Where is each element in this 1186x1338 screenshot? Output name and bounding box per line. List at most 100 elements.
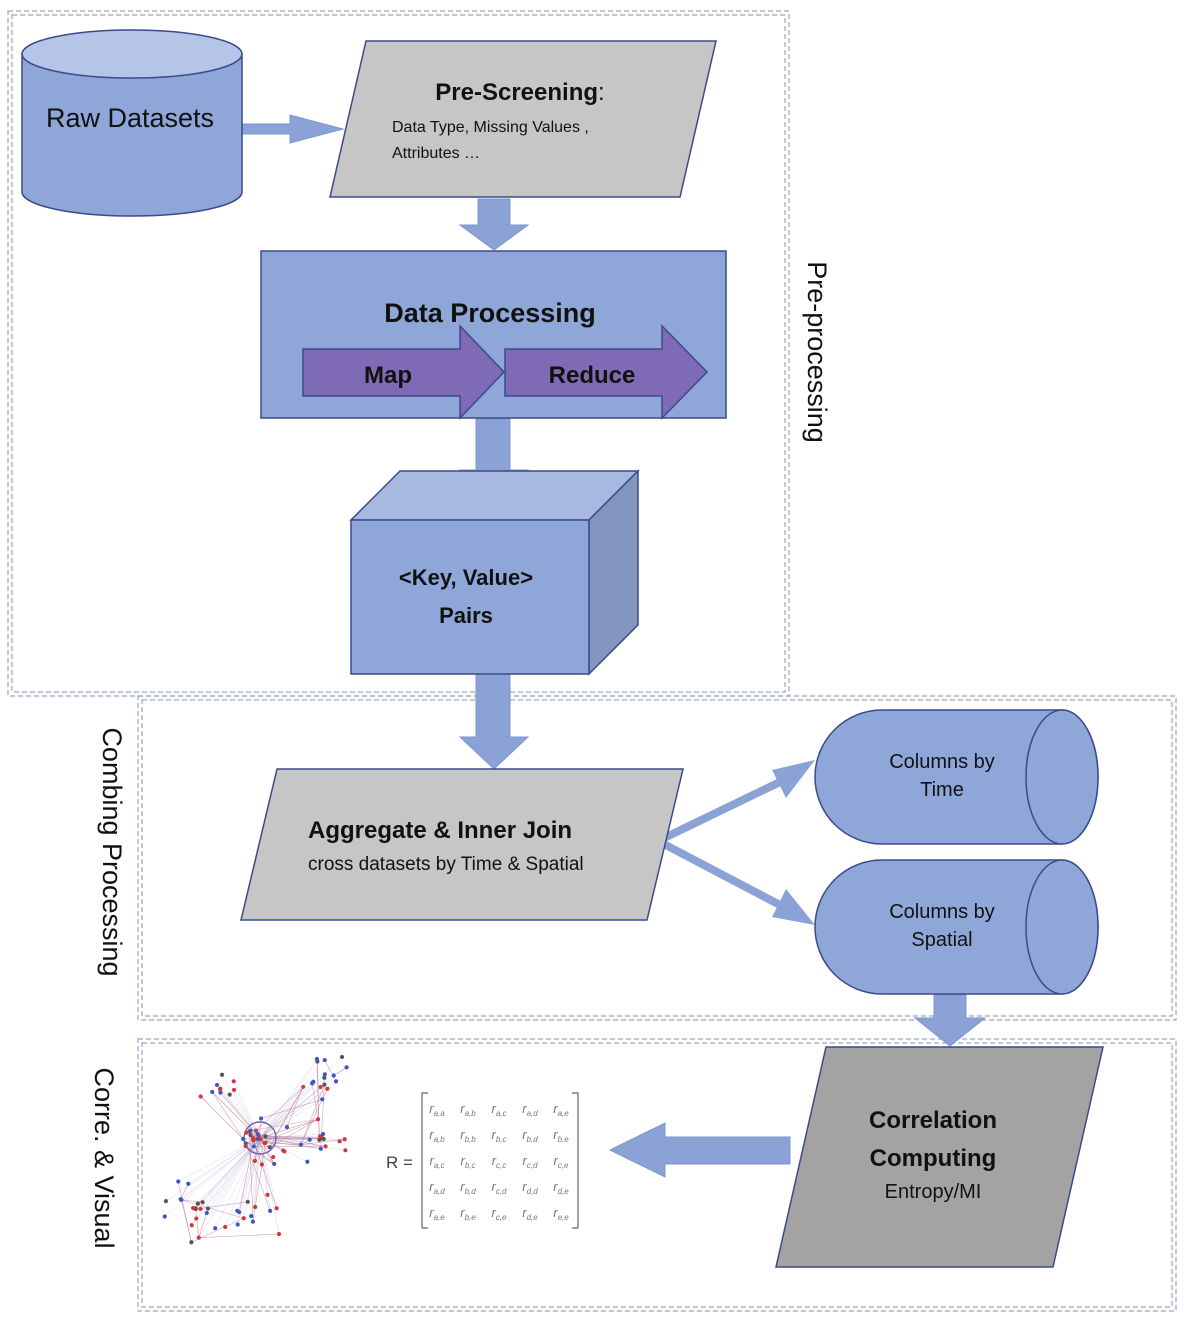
network-node [325,1086,330,1091]
network-node [235,1208,240,1213]
network-edge [195,1201,248,1210]
network-node [231,1079,236,1084]
network-node [248,1128,253,1133]
network-edge [207,1137,261,1209]
matrix-cell: rc,d [491,1179,507,1196]
network-edge [221,1074,261,1139]
network-node [267,1145,272,1150]
network-node [282,1149,287,1154]
network-node [218,1086,223,1091]
network-node [245,1199,250,1204]
matrix-cell: re,e [553,1205,569,1222]
network-node [241,1136,246,1142]
prescreening-box: Pre-Screening: Data Type, Missing Values… [329,40,717,198]
section-label-combining: Combing Processing [97,727,127,976]
network-graph-image [162,1054,349,1245]
arrow-kv-to-aggregate [458,673,530,770]
network-node [255,1131,260,1136]
data-processing-title: Data Processing [384,298,596,328]
prescreening-colon: : [598,79,605,106]
network-edge [265,1142,301,1145]
network-node [231,1087,237,1093]
matrix-cell: rd,e [553,1179,569,1196]
matrix-cell: rc,d [522,1153,538,1170]
network-node [253,1204,258,1210]
columns-spatial-line2: Spatial [911,929,972,951]
network-node [323,1144,328,1149]
matrix-cell: ra,c [429,1153,444,1170]
network-edge [259,1137,301,1145]
map-arrow [302,324,506,420]
network-edge [202,1137,261,1203]
network-node [250,1137,256,1142]
network-edge [269,1118,319,1148]
network-edge [254,1137,261,1161]
network-edge [216,1084,261,1139]
correlation-line3: Entropy/MI [885,1181,982,1203]
matrix-cell: rb,e [460,1205,476,1222]
network-node [198,1094,203,1099]
network-edge [220,1089,261,1139]
correlation-line1: Correlation [869,1107,997,1134]
aggregate-subtitle: cross datasets by Time & Spatial [308,854,584,875]
network-edge [265,1118,319,1137]
network-node [162,1214,167,1219]
columns-spatial-cylinder: Columns by Spatial [814,859,1099,995]
network-node [214,1082,220,1088]
network-edge [254,1137,261,1207]
network-edge [257,1133,285,1152]
columns-spatial-line1: Columns by [889,901,995,923]
matrix-right-bracket [572,1092,579,1229]
raw-datasets-cylinder: Raw Datasets [21,29,243,217]
network-edge [180,1183,189,1200]
data-processing-box: Data Processing Map Reduce [260,250,727,420]
matrix-cell: rb,d [522,1127,538,1144]
network-node [342,1137,347,1142]
network-node [218,1090,223,1095]
network-node [176,1179,181,1184]
network-node [263,1134,268,1139]
network-edge [198,1233,280,1238]
network-node [194,1216,199,1221]
network-edge [300,1138,345,1145]
network-edge [259,1137,280,1235]
network-node [189,1223,194,1228]
network-edge [259,1086,321,1139]
matrix-cell: rb,b [460,1127,476,1144]
network-node [272,1161,277,1167]
network-node [248,1133,253,1138]
network-edge [220,1088,261,1139]
network-edge [195,1137,261,1209]
network-edge [178,1137,261,1182]
network-node [307,1137,312,1142]
network-edge [300,1084,325,1145]
network-edge [200,1096,244,1140]
columns-time-line2: Time [920,779,964,801]
kv-line1: <Key, Value> [399,565,533,590]
network-edge [211,1091,244,1140]
svg-text:Pre-Screening:: Pre-Screening: [435,79,604,106]
matrix-cell: rb,c [460,1153,475,1170]
network-node [320,1097,325,1102]
network-edge [258,1135,324,1140]
matrix-cell: ra,b [460,1101,476,1118]
prescreening-title: Pre-Screening [435,79,598,106]
matrix-cell: rb,e [553,1127,569,1144]
matrix-cell: rb,d [460,1179,476,1196]
arrow-spatial-to-correlation [913,994,987,1047]
network-node [258,1116,264,1121]
matrix-cell: rb,c [491,1127,506,1144]
network-edge [259,1137,324,1140]
reduce-arrow [504,324,709,420]
network-edge [247,1137,261,1202]
correlation-box: Correlation Computing Entropy/MI [775,1046,1104,1268]
network-edge [259,1137,284,1151]
network-edge [245,1143,271,1212]
network-edge [181,1199,192,1243]
network-edge [259,1137,268,1195]
network-node [244,1130,249,1135]
network-edge [237,1137,261,1211]
network-edge [180,1137,261,1200]
